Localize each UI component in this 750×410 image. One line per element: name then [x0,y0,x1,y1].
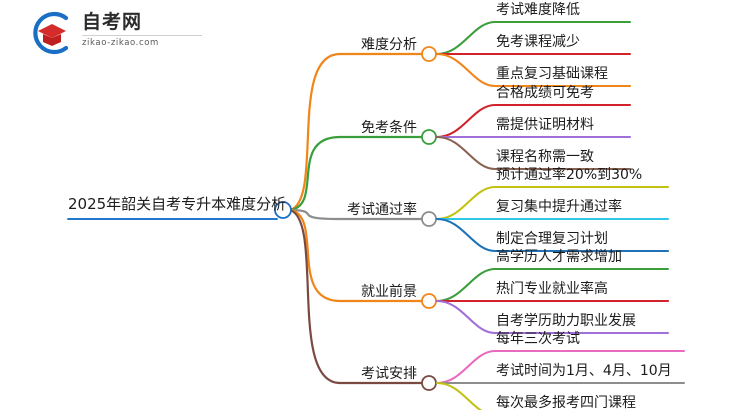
leaf-label-5-3[interactable]: 每次最多报考四门课程 [496,395,636,410]
leaf-label-3-2[interactable]: 复习集中提升通过率 [496,199,622,215]
branch-label-3[interactable]: 考试通过率 [347,202,417,218]
branch-label-1[interactable]: 难度分析 [361,37,417,53]
leaf-label-5-2[interactable]: 考试时间为1月、4月、10月 [496,363,672,379]
root-topic-label[interactable]: 2025年韶关自考专升本难度分析 [68,195,287,213]
leaf-label-5-1[interactable]: 每年三次考试 [496,331,580,347]
leaf-label-2-1[interactable]: 合格成绩可免考 [496,85,594,101]
leaf-label-4-1[interactable]: 高学历人才需求增加 [496,249,622,265]
leaf-label-4-3[interactable]: 自考学历助力职业发展 [496,313,636,329]
node-marker[interactable] [421,129,437,145]
branch-label-4[interactable]: 就业前景 [361,284,417,300]
leaf-label-3-1[interactable]: 预计通过率20%到30% [496,167,643,183]
connector-line [288,52,342,212]
connector-line [288,208,342,385]
connector-line [288,208,342,221]
leaf-label-2-2[interactable]: 需提供证明材料 [496,117,594,133]
node-marker[interactable] [421,375,437,391]
node-marker[interactable] [421,46,437,62]
node-marker[interactable] [421,293,437,309]
site-logo[interactable]: 自考网 zikao-zikao.com [26,9,206,57]
leaf-label-1-3[interactable]: 重点复习基础课程 [496,66,608,82]
leaf-label-3-3[interactable]: 制定合理复习计划 [496,231,608,247]
logo-domain: zikao-zikao.com [82,38,159,48]
logo-divider [82,35,202,36]
leaf-label-1-2[interactable]: 免考课程减少 [496,34,580,50]
graduation-cap-logo-icon [33,11,69,55]
leaf-label-1-1[interactable]: 考试难度降低 [496,2,580,18]
node-marker[interactable] [421,211,437,227]
connector-line [288,208,342,303]
leaf-label-2-3[interactable]: 课程名称需一致 [496,149,594,165]
branch-label-2[interactable]: 免考条件 [361,120,417,136]
connector-line [288,135,342,212]
branch-label-5[interactable]: 考试安排 [361,366,417,382]
logo-name: 自考网 [82,11,143,33]
leaf-label-4-2[interactable]: 热门专业就业率高 [496,281,608,297]
